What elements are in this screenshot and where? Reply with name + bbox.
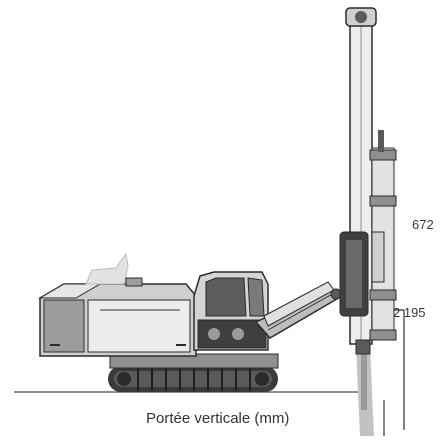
dimension-label-lower: 2 195 [393, 305, 426, 320]
power-pack [38, 283, 197, 357]
feed-mast [339, 7, 397, 355]
dimension-label-upper: 672 [412, 217, 434, 232]
exhaust-stack [85, 252, 143, 287]
boom-arm [254, 281, 344, 339]
operator-cabin [193, 271, 269, 351]
borehole [356, 340, 374, 436]
crawler-track [108, 366, 278, 392]
diagram-caption: Portée verticale (mm) [146, 410, 290, 427]
